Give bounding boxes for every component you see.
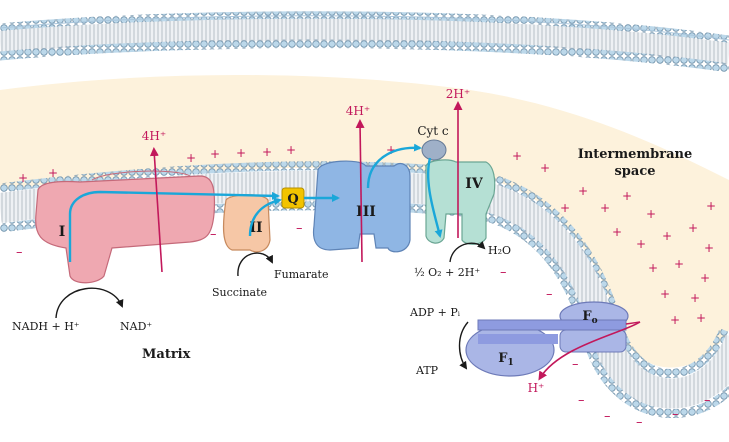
svg-text:+: + <box>512 149 522 163</box>
svg-text:+: + <box>670 313 680 327</box>
f1-subscript: 1 <box>507 358 513 368</box>
adp-label: ADP + Pᵢ <box>409 306 461 319</box>
proton-label-complex-1: 4H⁺ <box>142 129 166 143</box>
fo-subscript: o <box>592 316 598 326</box>
svg-text:+: + <box>18 171 28 185</box>
svg-text:+: + <box>600 201 610 215</box>
svg-text:–: – <box>296 221 303 236</box>
complex-4-label: IV <box>465 176 484 192</box>
svg-text:+: + <box>646 207 656 221</box>
svg-text:–: – <box>546 287 553 302</box>
nad-label: NAD⁺ <box>120 320 152 333</box>
svg-text:+: + <box>696 311 706 325</box>
svg-text:+: + <box>612 225 622 239</box>
svg-text:+: + <box>636 237 646 251</box>
svg-text:–: – <box>604 409 611 424</box>
water-label: H₂O <box>488 244 511 257</box>
complex-2: II <box>224 195 270 252</box>
svg-text:+: + <box>688 221 698 235</box>
matrix-label: Matrix <box>142 347 191 362</box>
svg-text:+: + <box>700 271 710 285</box>
svg-text:+: + <box>660 287 670 301</box>
svg-text:–: – <box>704 393 711 408</box>
complex-3-label: III <box>356 204 376 220</box>
svg-text:+: + <box>662 229 672 243</box>
svg-text:–: – <box>636 415 643 430</box>
svg-text:–: – <box>500 265 507 280</box>
svg-text:–: – <box>16 245 23 260</box>
svg-text:–: – <box>578 393 585 408</box>
svg-text:–: – <box>672 407 679 422</box>
svg-text:–: – <box>572 357 579 372</box>
svg-text:+: + <box>186 151 196 165</box>
intermembrane-space-label-line2: space <box>614 164 655 179</box>
svg-text:+: + <box>236 146 246 160</box>
intermembrane-space-label-line1: Intermembrane <box>578 147 693 162</box>
complex-1-label: I <box>59 224 66 240</box>
fumarate-label: Fumarate <box>274 268 328 281</box>
nadh-label: NADH + H⁺ <box>12 320 80 333</box>
quinone-label: Q <box>287 192 298 207</box>
svg-text:+: + <box>578 184 588 198</box>
svg-text:+: + <box>704 241 714 255</box>
svg-text:+: + <box>48 166 58 180</box>
svg-text:+: + <box>540 161 550 175</box>
proton-label-complex-3: 4H⁺ <box>346 104 370 118</box>
svg-text:+: + <box>622 189 632 203</box>
svg-text:+: + <box>648 261 658 275</box>
svg-text:+: + <box>560 201 570 215</box>
svg-text:+: + <box>690 291 700 305</box>
svg-text:+: + <box>286 143 296 157</box>
svg-text:+: + <box>706 199 716 213</box>
svg-text:+: + <box>262 145 272 159</box>
svg-text:+: + <box>210 147 220 161</box>
atp-label: ATP <box>415 364 439 377</box>
proton-label-atp-synthase: H⁺ <box>528 381 545 395</box>
cytochrome-c-label: Cyt c <box>417 124 449 138</box>
proton-label-complex-4: 2H⁺ <box>446 87 470 101</box>
quinone-q: Q <box>282 188 304 208</box>
oxygen-label: ½ O₂ + 2H⁺ <box>414 266 480 279</box>
succinate-label: Succinate <box>212 286 267 299</box>
svg-text:+: + <box>674 257 684 271</box>
